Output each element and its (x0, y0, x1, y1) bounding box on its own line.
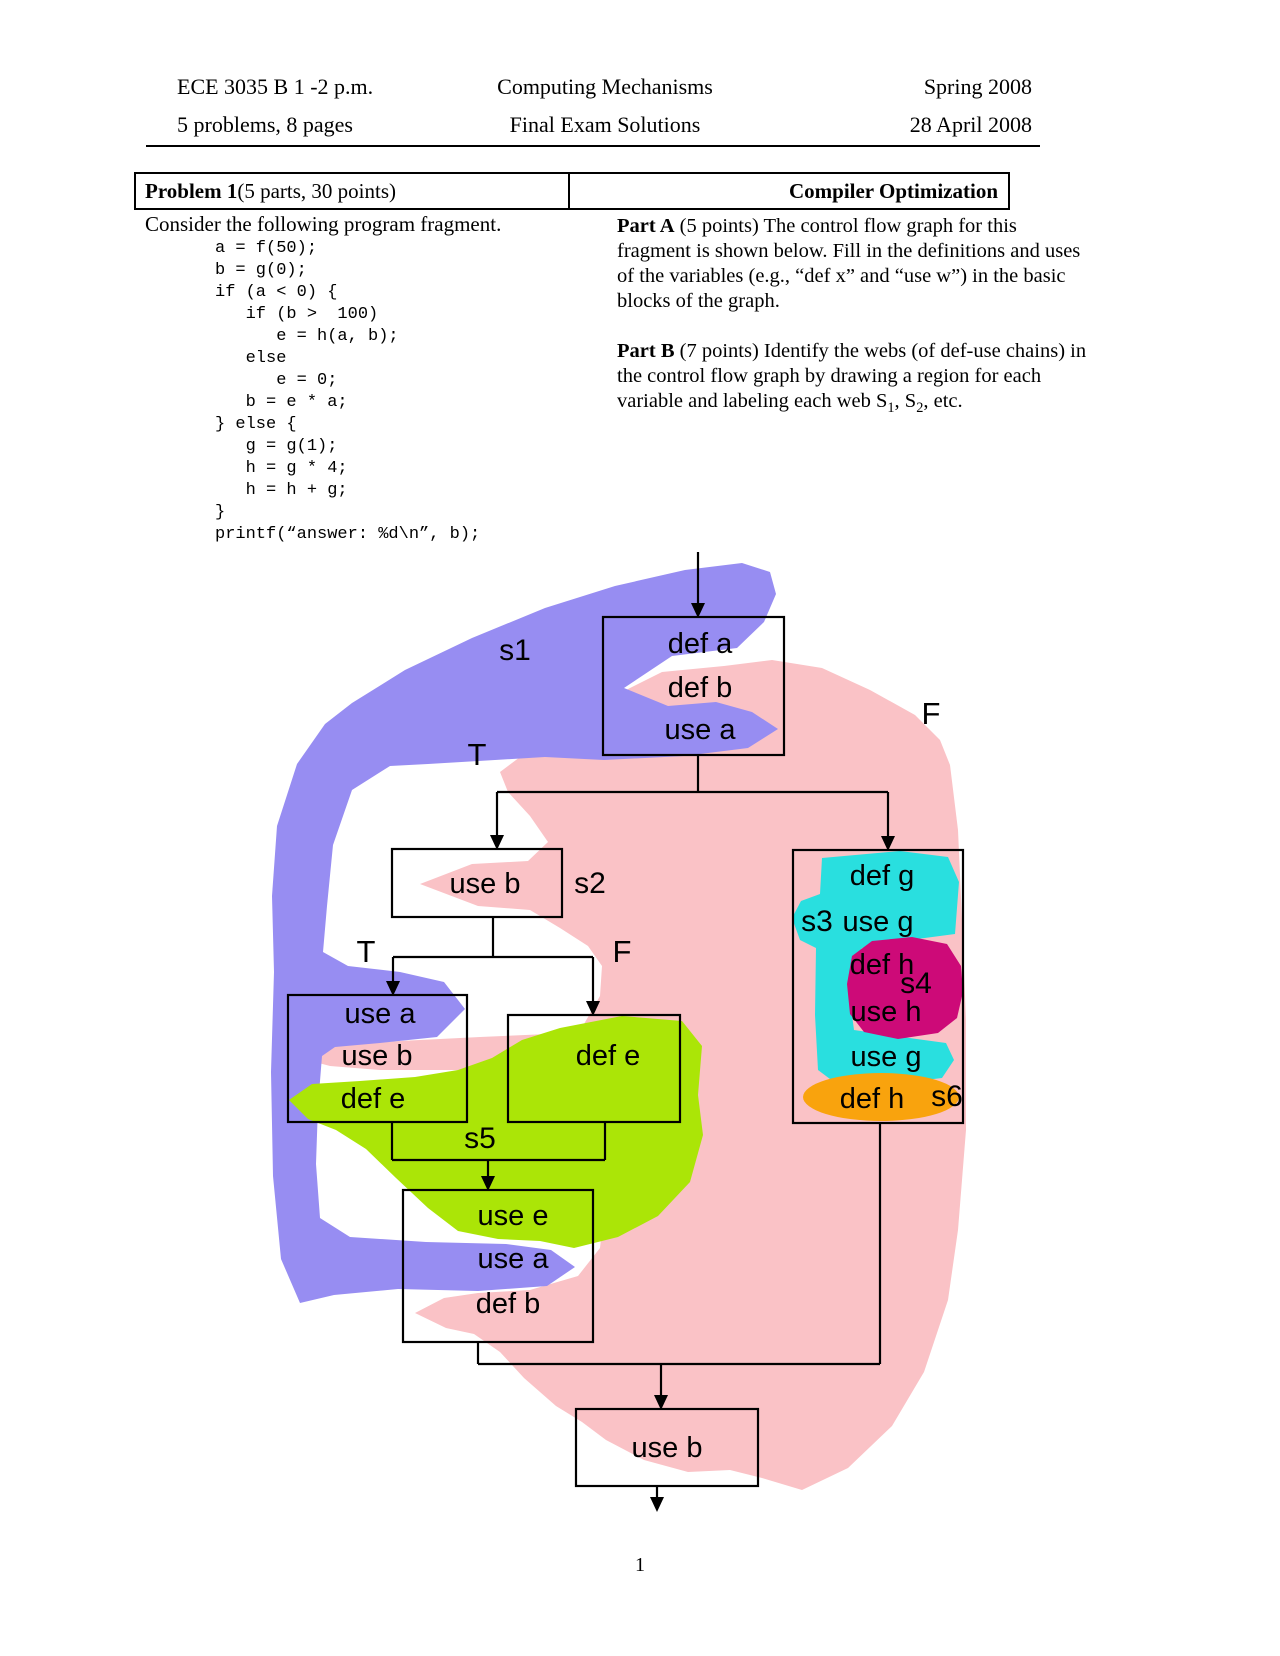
block-entry (601, 615, 786, 757)
header-title: Computing Mechanisms (497, 74, 713, 99)
part-a-body: (5 points) The control flow graph for th… (617, 215, 1081, 312)
part-b-sub2: 2 (916, 400, 924, 417)
web-label-s4: s4 (900, 967, 932, 1000)
arrowhead-final (650, 1497, 664, 1512)
part-b-body: (7 points) Identify the webs (of def-use… (617, 340, 1087, 412)
block-cond2 (390, 847, 564, 919)
web-label-s1: s1 (499, 634, 531, 667)
problem-title: Problem 1 (5 parts, 30 points) (136, 174, 570, 208)
page-number: 1 (635, 1554, 645, 1576)
else1-row-def-g: def g (850, 860, 915, 892)
block-merge2 (401, 1188, 595, 1344)
else1-row-def-h1: def h (850, 949, 915, 981)
cfg-labels: s1 s2 s3 s4 s5 s6 T F T F (357, 634, 963, 1155)
arrowhead-exit (654, 1395, 668, 1410)
web-s6-region (803, 1073, 959, 1121)
header-date: 28 April 2008 (909, 112, 1032, 137)
arrowhead-merge2 (481, 1176, 495, 1191)
part-b-sub1: 1 (887, 400, 895, 417)
edge-label-false1: F (922, 696, 941, 731)
web-s3-region (792, 851, 959, 1085)
else1-row-use-g1: use g (843, 906, 914, 938)
cfg-blocks (286, 615, 965, 1488)
arrowhead-cond2 (490, 835, 504, 850)
header-pages-info: 5 problems, 8 pages (177, 112, 353, 137)
part-b-mid: , S (894, 390, 917, 412)
program-code: a = f(50); b = g(0); if (a < 0) { if (b … (215, 239, 481, 544)
edge-label-true1: T (468, 737, 487, 772)
entry-row-def-a: def a (668, 628, 733, 660)
web-label-s5: s5 (464, 1122, 496, 1155)
else1-row-def-h2: def h (840, 1083, 905, 1115)
arrowhead-entry (691, 603, 705, 618)
block-else2 (506, 1013, 682, 1124)
part-a-text: Part A (5 points) The control flow graph… (617, 214, 1092, 314)
web-regions (271, 563, 966, 1490)
part-a-label: Part A (617, 215, 675, 237)
else1-row-use-h: use h (851, 996, 922, 1028)
cfg-edges (390, 552, 890, 1500)
edge-label-true2: T (357, 934, 376, 969)
header-subtitle: Final Exam Solutions (509, 112, 701, 137)
else1-row-use-g2: use g (851, 1041, 922, 1073)
then2-row-def-e: def e (341, 1083, 406, 1115)
web-s5-region (289, 1016, 703, 1248)
part-b-end: , etc. (923, 390, 963, 412)
header-divider (146, 145, 1040, 147)
part-b-label: Part B (617, 340, 675, 362)
web-s1-region (271, 563, 778, 1303)
problem-title-table: Problem 1 (5 parts, 30 points) Compiler … (134, 172, 1010, 210)
entry-row-def-b: def b (668, 672, 733, 704)
web-label-s6: s6 (931, 1080, 963, 1113)
edge-label-false2: F (613, 934, 632, 969)
merge2-row-use-e: use e (478, 1200, 549, 1232)
arrowhead-else1 (881, 836, 895, 851)
then2-row-use-b: use b (342, 1040, 413, 1072)
block-exit (574, 1407, 760, 1488)
header-term: Spring 2008 (923, 74, 1032, 99)
part-b-text: Part B (7 points) Identify the webs (of … (617, 339, 1092, 421)
merge2-row-def-b: def b (476, 1288, 541, 1320)
arrowhead-then2 (386, 981, 400, 996)
web-label-s3: s3 (801, 905, 833, 938)
problem-number: Problem 1 (145, 178, 238, 203)
merge2-row-use-a: use a (478, 1243, 550, 1275)
block-else1 (791, 848, 965, 1125)
else2-row-def-e: def e (576, 1040, 641, 1072)
problem-topic: Compiler Optimization (788, 178, 998, 203)
exit-row-use-b: use b (632, 1432, 703, 1464)
web-label-s2: s2 (574, 867, 606, 900)
cond2-row-use-b: use b (450, 868, 521, 900)
cfg-arrowheads (386, 603, 895, 1512)
entry-row-use-a: use a (665, 714, 737, 746)
header-course: ECE 3035 B 1 -2 p.m. (177, 74, 374, 99)
then2-row-use-a: use a (345, 998, 417, 1030)
program-intro: Consider the following program fragment. (145, 212, 502, 236)
cfg-block-text: def a def b use a use b use a use b def … (341, 628, 922, 1464)
arrowhead-else2 (586, 1001, 600, 1016)
block-then2 (286, 993, 469, 1124)
web-s4-region (847, 937, 963, 1039)
parts-column: Part A (5 points) The control flow graph… (617, 214, 1092, 446)
problem-points: (5 parts, 30 points) (237, 178, 397, 203)
